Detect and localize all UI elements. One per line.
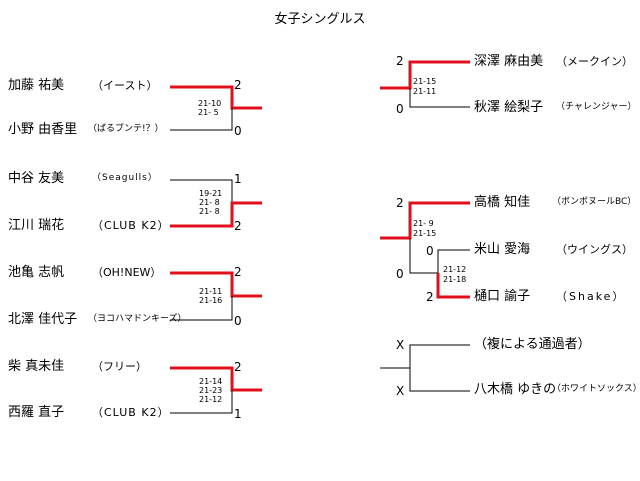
player-name: 小野 由香里 xyxy=(8,122,78,137)
player-team: （イースト） xyxy=(92,79,158,92)
set-score: 21-18 xyxy=(443,275,467,284)
game-score: 2 xyxy=(234,265,242,279)
right-match-2-lines xyxy=(380,201,470,274)
player-name: 深澤 麻由美 xyxy=(474,54,544,69)
player-name: 加藤 祐美 xyxy=(8,78,65,93)
right-match-3-lines xyxy=(380,344,470,392)
game-score: 2 xyxy=(234,360,242,374)
player-team: （フリー） xyxy=(92,360,147,373)
set-score: 21-15 xyxy=(413,229,437,238)
set-score: 21- 9 xyxy=(413,219,434,228)
player-team: （CLUB K2） xyxy=(92,406,170,419)
set-score: 21- 5 xyxy=(198,108,219,117)
set-score: 21-12 xyxy=(443,265,467,274)
set-score: 21- 8 xyxy=(199,198,220,207)
left-match-4-loser-line xyxy=(170,390,233,414)
left-match-4-lines xyxy=(170,366,262,414)
game-score: 0 xyxy=(234,124,242,138)
set-score: 21-14 xyxy=(199,377,223,386)
left-match-3-winner-line xyxy=(170,271,262,298)
player-name: 秋澤 絵梨子 xyxy=(474,100,544,115)
player-team: （OH!NEW） xyxy=(92,266,162,279)
player-name: 米山 愛海 xyxy=(474,242,531,257)
sub-match-winner-line xyxy=(436,273,470,299)
player-team: （Shake） xyxy=(556,290,626,303)
sub-match-lines xyxy=(436,249,470,299)
right-match-1-loser-line xyxy=(409,88,470,108)
player-team: （ヨコハマドンキーズ） xyxy=(88,314,187,324)
set-score: 21-23 xyxy=(199,386,223,395)
player-name: 江川 瑞花 xyxy=(8,218,65,233)
left-match-3-lines xyxy=(170,271,262,321)
set-score: 21-11 xyxy=(199,287,223,296)
left-match-1-loser-line xyxy=(170,108,233,131)
set-score: 21-12 xyxy=(199,395,223,404)
player-name: 柴 真未佳 xyxy=(8,359,65,374)
game-score: 2 xyxy=(396,196,404,210)
player-name: 池亀 志帆 xyxy=(8,265,65,280)
page-title: 女子シングルス xyxy=(274,12,366,27)
player-team: （Seagulls） xyxy=(92,173,158,183)
left-match-1-winner-line xyxy=(170,85,262,110)
player-team: （ホワイトソックス） xyxy=(552,384,640,394)
player-name: 高橋 知佳 xyxy=(474,195,531,210)
game-score: X xyxy=(396,338,405,352)
player-name: 中谷 友美 xyxy=(8,171,65,186)
sub-match-loser-line xyxy=(437,249,470,273)
left-match-2-lines xyxy=(170,179,262,228)
player-name: 樋口 諭子 xyxy=(474,289,531,304)
set-score: 21- 8 xyxy=(199,207,220,216)
game-score: 2 xyxy=(426,290,434,304)
game-score: 2 xyxy=(234,219,242,233)
right-match-3-top-line xyxy=(380,344,470,369)
set-score: 21-15 xyxy=(413,77,437,86)
player-name: 西羅 直子 xyxy=(8,405,65,420)
player-name: （複による通過者） xyxy=(474,337,591,352)
left-match-2-winner-line xyxy=(170,201,262,228)
set-score: 21-10 xyxy=(198,99,222,108)
player-team: （CLUB K2） xyxy=(92,219,170,232)
player-team: （ばるブンテ!？） xyxy=(88,124,164,134)
left-match-2-loser-line xyxy=(170,179,233,203)
player-team: （チャレンジャー） xyxy=(556,102,637,112)
right-match-3-bottom-line xyxy=(409,368,470,392)
right-match-1-winner-line xyxy=(380,60,470,90)
game-score: 1 xyxy=(234,407,242,421)
game-score: 0 xyxy=(396,102,404,116)
game-score: 1 xyxy=(234,172,242,186)
right-match-1-lines xyxy=(380,60,470,108)
game-score: X xyxy=(396,384,405,398)
player-name: 八木橋 ゆきの xyxy=(474,382,557,397)
player-team: （ウイングス） xyxy=(556,243,633,256)
right-match-2-winner-line xyxy=(380,201,470,240)
game-score: 2 xyxy=(396,54,404,68)
player-team: （ボンボヌールBC） xyxy=(552,197,637,207)
game-score: 0 xyxy=(426,244,434,258)
set-score: 19-21 xyxy=(199,189,223,198)
set-score: 21-16 xyxy=(199,296,223,305)
player-name: 北澤 佳代子 xyxy=(8,312,78,327)
set-score: 21-11 xyxy=(413,87,437,96)
game-score: 2 xyxy=(234,78,242,92)
left-match-4-winner-line xyxy=(170,366,262,392)
left-match-3-loser-line xyxy=(170,296,233,321)
game-score: 0 xyxy=(234,314,242,328)
game-score: 0 xyxy=(396,267,404,281)
player-team: （メークイン） xyxy=(556,55,633,68)
right-match-2-loser-line xyxy=(409,238,438,274)
left-match-1-lines xyxy=(170,85,262,131)
